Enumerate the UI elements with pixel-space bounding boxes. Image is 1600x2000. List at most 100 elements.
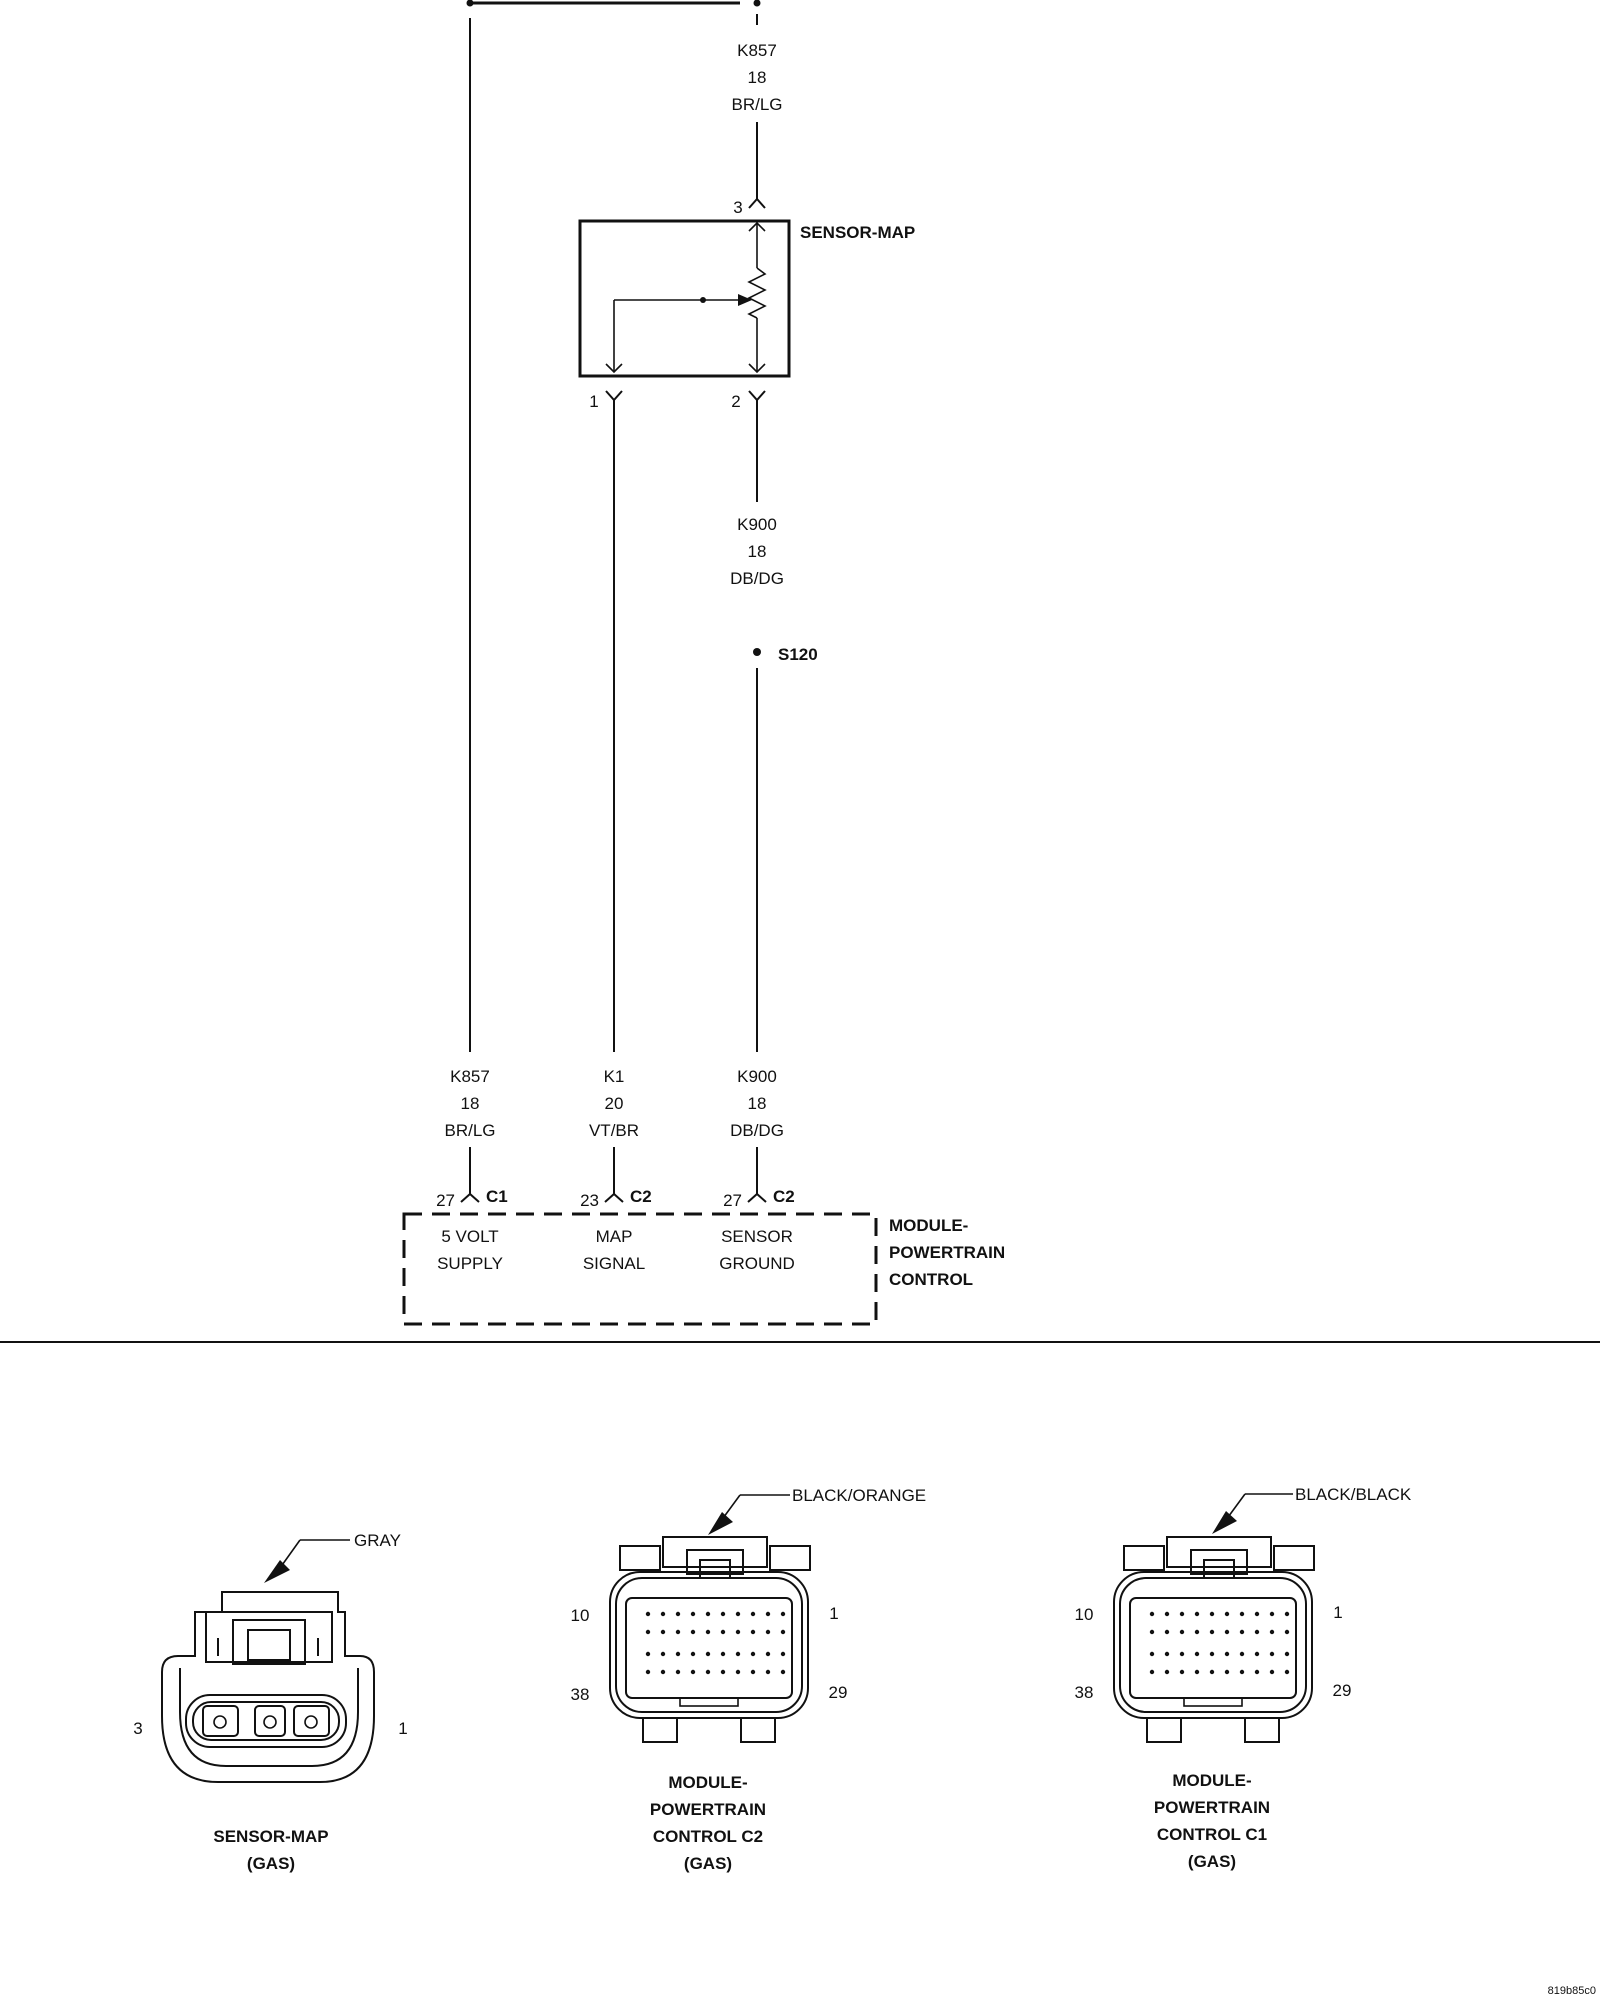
pin-cavity	[1179, 1629, 1185, 1635]
svg-text:K1: K1	[604, 1067, 625, 1086]
pin-cavity	[1164, 1651, 1170, 1657]
pin-cavity	[1254, 1669, 1260, 1675]
pin-cavity	[1149, 1651, 1155, 1657]
pin-cavity	[1284, 1651, 1290, 1657]
svg-text:10: 10	[1075, 1605, 1094, 1624]
svg-text:K857: K857	[737, 41, 777, 60]
pin-cavity	[690, 1651, 696, 1657]
pin-cavity	[1254, 1651, 1260, 1657]
svg-text:MODULE-: MODULE-	[889, 1216, 968, 1235]
sensor-pin-3: 3	[733, 198, 742, 217]
svg-text:SENSOR-MAP: SENSOR-MAP	[213, 1827, 328, 1846]
svg-text:K900: K900	[737, 515, 777, 534]
pin-cavity	[660, 1651, 666, 1657]
svg-text:POWERTRAIN: POWERTRAIN	[1154, 1798, 1270, 1817]
pin-cavity	[750, 1611, 756, 1617]
pcm-module-label: MODULE- POWERTRAIN CONTROL	[889, 1216, 1005, 1289]
pin-cavity	[780, 1611, 786, 1617]
pin-cavity	[780, 1629, 786, 1635]
pin-cavity	[750, 1629, 756, 1635]
pin-cavity	[675, 1629, 681, 1635]
pin-cavity	[1254, 1611, 1260, 1617]
pin-cavity	[1269, 1669, 1275, 1675]
svg-text:VT/BR: VT/BR	[589, 1121, 639, 1140]
pin-cavity	[705, 1611, 711, 1617]
svg-text:BLACK/BLACK: BLACK/BLACK	[1295, 1485, 1412, 1504]
pin-cavity	[720, 1629, 726, 1635]
svg-text:MODULE-: MODULE-	[1172, 1771, 1251, 1790]
pin-cavity	[675, 1669, 681, 1675]
pin-cavity	[645, 1611, 651, 1617]
wire-label-mid-k900: K900 18 DB/DG	[730, 515, 784, 588]
svg-text:23: 23	[580, 1191, 599, 1210]
pin-cavity	[690, 1669, 696, 1675]
svg-text:CONTROL C2: CONTROL C2	[653, 1827, 763, 1846]
pin-cavity	[1194, 1669, 1200, 1675]
svg-text:20: 20	[605, 1094, 624, 1113]
pin-cavity	[1179, 1669, 1185, 1675]
splice-dot	[753, 648, 761, 656]
wire-label-bot-k857: K857 18 BR/LG	[444, 1067, 495, 1140]
svg-text:10: 10	[571, 1606, 590, 1625]
svg-text:DB/DG: DB/DG	[730, 569, 784, 588]
pin-cavity	[1194, 1629, 1200, 1635]
pin-cavity	[1149, 1669, 1155, 1675]
pin-cavity	[645, 1651, 651, 1657]
pin-cavity	[1254, 1629, 1260, 1635]
pin-cavity	[1239, 1611, 1245, 1617]
svg-text:GROUND: GROUND	[719, 1254, 795, 1273]
sensor-map-label: SENSOR-MAP	[800, 223, 915, 242]
pin-cavity	[690, 1629, 696, 1635]
pin-cavity	[1224, 1629, 1230, 1635]
pin-cavity	[1194, 1611, 1200, 1617]
pin-cavity	[1209, 1611, 1215, 1617]
svg-text:BR/LG: BR/LG	[731, 95, 782, 114]
svg-text:SENSOR: SENSOR	[721, 1227, 793, 1246]
pin-cavity	[705, 1629, 711, 1635]
pin-cavity	[735, 1611, 741, 1617]
sensor-map-connector: GRAY 3 1 SENSOR-MAP (GAS)	[133, 1531, 407, 1873]
svg-text:K900: K900	[737, 1067, 777, 1086]
svg-text:27: 27	[436, 1191, 455, 1210]
pin-cavity	[1239, 1629, 1245, 1635]
pcm-pin-c1-27: 27 C1	[436, 1187, 508, 1210]
pin-cavity	[1224, 1611, 1230, 1617]
pin-cavity	[720, 1611, 726, 1617]
svg-text:SUPPLY: SUPPLY	[437, 1254, 503, 1273]
pcm-functions: 5 VOLT SUPPLY MAP SIGNAL SENSOR GROUND	[437, 1227, 795, 1273]
svg-text:1: 1	[829, 1604, 838, 1623]
pin-cavity	[1269, 1611, 1275, 1617]
splice-label: S120	[778, 645, 818, 664]
svg-text:CONTROL C1: CONTROL C1	[1157, 1825, 1267, 1844]
wire-label-top-k857: K857 18 BR/LG	[731, 41, 782, 114]
svg-text:SIGNAL: SIGNAL	[583, 1254, 645, 1273]
pin-cavity	[765, 1629, 771, 1635]
svg-text:3: 3	[133, 1719, 142, 1738]
pin-cavity	[1224, 1651, 1230, 1657]
wire-label-bot-k1: K1 20 VT/BR	[589, 1067, 639, 1140]
pcm-pin-c2-23: 23 C2	[580, 1187, 652, 1210]
pin-cavity	[1179, 1611, 1185, 1617]
svg-text:1: 1	[1333, 1603, 1342, 1622]
pin-1-terminal	[605, 390, 623, 402]
image-code: 819b85c0	[1548, 1985, 1596, 1997]
pcm-c1-connector: BLACK/BLACK 10 1 38 29 MODULE- POWERTRAI…	[1075, 1485, 1412, 1871]
pin-cavity	[1149, 1611, 1155, 1617]
svg-text:C2: C2	[773, 1187, 795, 1206]
svg-text:29: 29	[1333, 1681, 1352, 1700]
svg-text:K857: K857	[450, 1067, 490, 1086]
svg-text:BR/LG: BR/LG	[444, 1121, 495, 1140]
pin-cavity	[735, 1669, 741, 1675]
pcm-c2-connector: BLACK/ORANGE 10 1 38 29 MODULE- POWERTRA…	[571, 1486, 927, 1873]
pcm-pin-c2-27: 27 C2	[723, 1187, 795, 1210]
pin-cavity	[1224, 1669, 1230, 1675]
pin-cavity	[660, 1611, 666, 1617]
pin-cavity	[765, 1611, 771, 1617]
pin-cavity	[675, 1651, 681, 1657]
pin-cavity	[1269, 1651, 1275, 1657]
pin-cavity	[1149, 1629, 1155, 1635]
svg-text:C1: C1	[486, 1187, 508, 1206]
svg-text:CONTROL: CONTROL	[889, 1270, 973, 1289]
svg-text:29: 29	[829, 1683, 848, 1702]
